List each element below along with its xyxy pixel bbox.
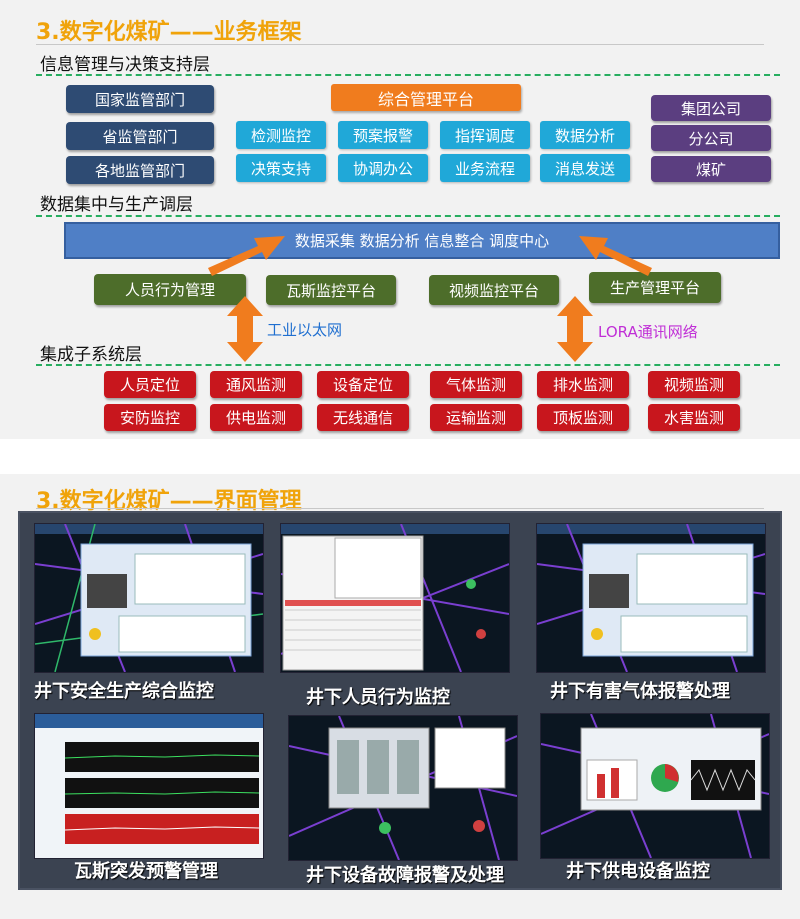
equipment-fault-thumbnail (289, 716, 517, 860)
subsystem-drainage: 排水监测 (537, 371, 629, 398)
gas-trend-charts-thumbnail (35, 714, 263, 844)
platform-video-monitoring: 视频监控平台 (429, 275, 559, 305)
arrow-up-left-icon (579, 236, 652, 276)
personnel-table-thumbnail (281, 524, 509, 672)
arrow-up-right-icon (208, 236, 285, 276)
subsystem-roof: 顶板监测 (537, 404, 629, 431)
module-decision: 决策支持 (236, 154, 326, 182)
screen-equipment-fault (288, 715, 518, 861)
caption-gas-alarm: 井下有害气体报警处理 (550, 681, 730, 702)
screen-gas-alarm (536, 523, 766, 673)
subsystem-ventilation: 通风监测 (210, 371, 302, 398)
module-analysis: 数据分析 (540, 121, 630, 149)
section-title-business: 3.数字化煤矿——业务框架 (36, 20, 302, 45)
module-office: 协调办公 (338, 154, 428, 182)
org-branch-company: 分公司 (651, 125, 771, 151)
regulator-local: 各地监管部门 (66, 156, 214, 184)
org-coal-mine: 煤矿 (651, 156, 771, 182)
layer-label-subsystems: 集成子系统层 (40, 345, 142, 365)
caption-power-equipment: 井下供电设备监控 (566, 861, 710, 882)
platform-personnel-behavior: 人员行为管理 (94, 274, 246, 305)
section-title-interface: 3.数字化煤矿——界面管理 (36, 489, 302, 514)
layer-divider (36, 74, 780, 76)
screen-safety-monitoring (34, 523, 264, 673)
double-arrow-ethernet-icon (227, 296, 263, 362)
subsystem-wireless: 无线通信 (317, 404, 409, 431)
layer-label-production: 数据集中与生产调层 (40, 195, 193, 215)
org-group-company: 集团公司 (651, 95, 771, 121)
subsystem-power: 供电监测 (210, 404, 302, 431)
subsystem-personnel-location: 人员定位 (104, 371, 196, 398)
screenshots-frame: 井下安全生产综合监控 井下人员行为监控 井下有害气体报警处理 瓦斯突发预警管理 … (18, 511, 782, 890)
layer-divider (36, 215, 780, 217)
platform-gas-monitoring: 瓦斯监控平台 (266, 275, 396, 305)
caption-personnel-behavior: 井下人员行为监控 (306, 687, 450, 708)
caption-equipment-fault: 井下设备故障报警及处理 (306, 865, 504, 886)
subsystem-transport: 运输监测 (430, 404, 522, 431)
subsystem-water-hazard: 水害监测 (648, 404, 740, 431)
module-workflow: 业务流程 (440, 154, 530, 182)
module-messaging: 消息发送 (540, 154, 630, 182)
module-inspection: 检测监控 (236, 121, 326, 149)
screen-personnel-behavior (280, 523, 510, 673)
subsystem-gas: 气体监测 (430, 371, 522, 398)
caption-safety-monitoring: 井下安全生产综合监控 (34, 681, 214, 702)
title-underline (36, 508, 764, 509)
double-arrow-lora-icon (557, 296, 593, 362)
gas-alarm-thumbnail (537, 524, 765, 672)
subsystem-equipment-location: 设备定位 (317, 371, 409, 398)
regulator-provincial: 省监管部门 (66, 122, 214, 150)
title-underline (36, 44, 764, 45)
screen-gas-warning (34, 713, 264, 859)
flow-arrows (208, 236, 652, 362)
module-alarm: 预案报警 (338, 121, 428, 149)
layer-label-decision: 信息管理与决策支持层 (40, 55, 210, 75)
screen-power-equipment (540, 713, 770, 859)
regulator-national: 国家监管部门 (66, 85, 214, 113)
network-lora-label: LORA通讯网络 (598, 323, 698, 341)
caption-gas-warning: 瓦斯突发预警管理 (74, 861, 218, 882)
layer-divider (36, 364, 780, 366)
module-dispatch: 指挥调度 (440, 121, 530, 149)
subsystem-video: 视频监测 (648, 371, 740, 398)
network-ethernet-label: 工业以太网 (267, 321, 343, 339)
integrated-platform-title: 综合管理平台 (331, 84, 521, 111)
mine-map-thumbnail (35, 524, 263, 672)
data-center-bar: 数据采集 数据分析 信息整合 调度中心 (64, 222, 780, 259)
power-monitoring-thumbnail (541, 714, 769, 858)
platform-production-management: 生产管理平台 (589, 272, 721, 303)
subsystem-security: 安防监控 (104, 404, 196, 431)
